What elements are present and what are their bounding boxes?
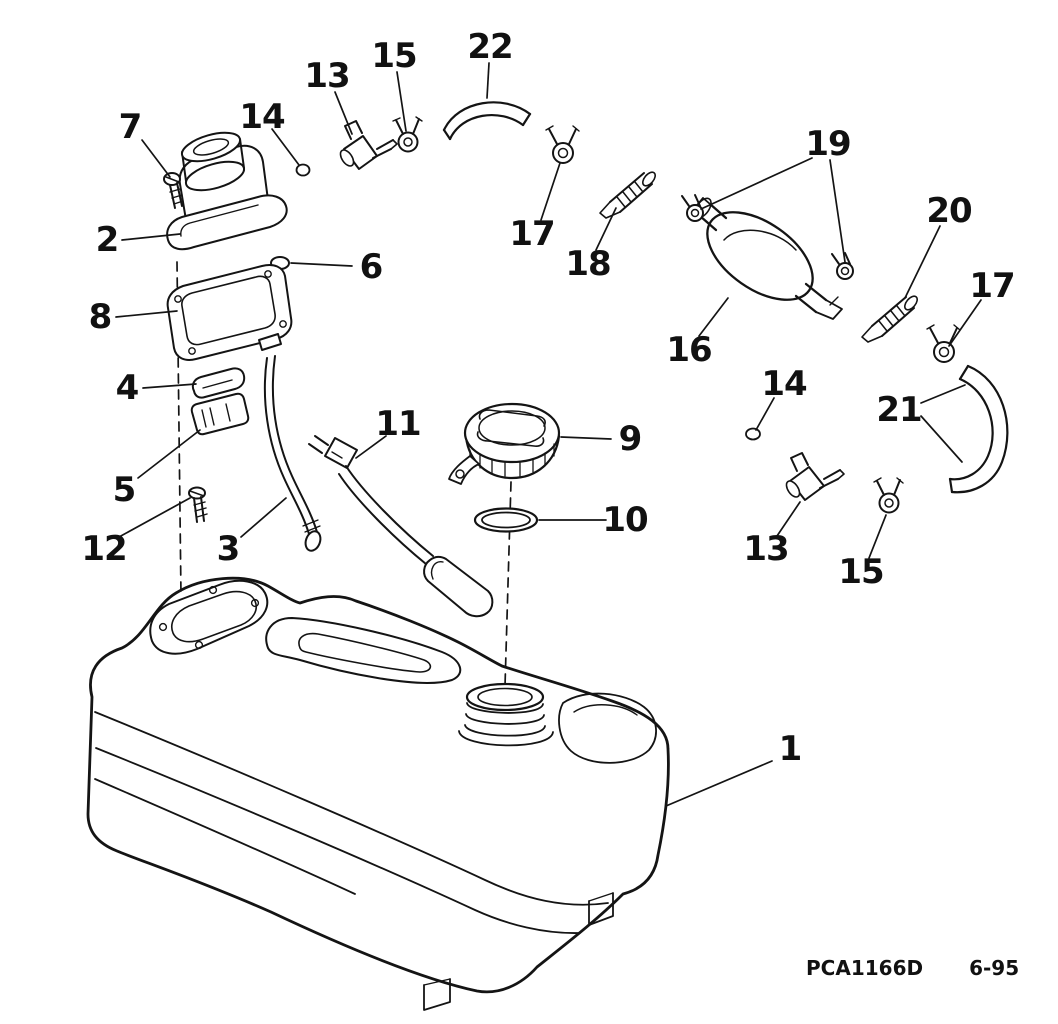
part-11-pickup-hose — [308, 435, 494, 618]
part-22-hose-top — [442, 101, 532, 141]
leader-lines — [115, 62, 982, 807]
part-5-retainer — [190, 392, 250, 436]
part-19-clips — [681, 194, 854, 280]
part-12-screw — [188, 486, 208, 523]
part-18-fitting — [599, 171, 656, 219]
part-13-connector-top — [339, 120, 398, 170]
part-9-fuel-cap — [448, 402, 561, 485]
part-code: PCA1166D — [806, 956, 924, 980]
part-15-clamp-b — [873, 477, 904, 514]
part-13-connector-b — [785, 452, 845, 501]
part-2-fuel-gauge-unit — [166, 131, 288, 251]
part-15-clamp-top — [392, 116, 423, 153]
date-code: 6-95 — [969, 956, 1020, 980]
part-17-clamp-b — [926, 324, 961, 363]
drawing-code: PCA1166D 6-95 — [806, 956, 1019, 980]
part-8-gasket — [166, 264, 293, 361]
part-7-screw — [163, 172, 184, 209]
part-1-fuel-tank — [86, 576, 670, 1011]
part-4-plate — [191, 367, 246, 399]
part-14-seal-b — [745, 427, 761, 441]
part-16-primer-bulb — [692, 197, 843, 320]
part-21-hose — [948, 364, 1009, 494]
part-14-seal-top — [295, 163, 311, 177]
part-20-fitting — [861, 295, 918, 343]
part-3-pickup-tube — [258, 333, 322, 552]
part-17-clamp-a — [545, 125, 580, 164]
part-10-cap-gasket — [473, 507, 539, 533]
